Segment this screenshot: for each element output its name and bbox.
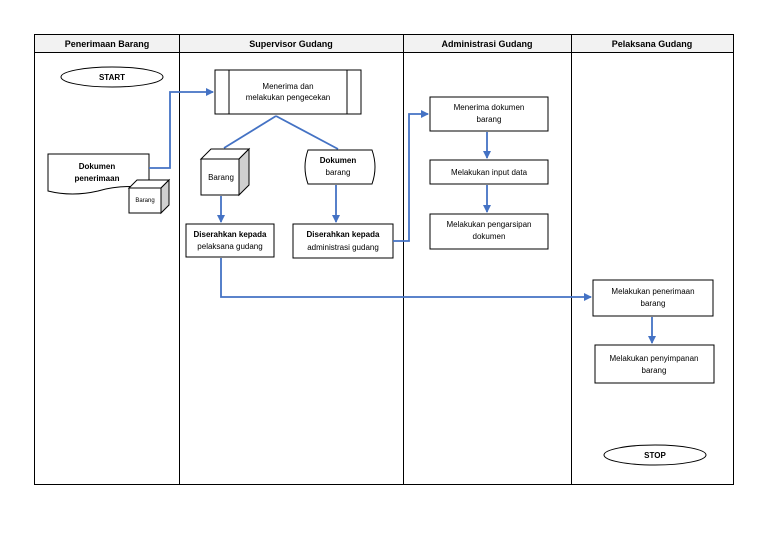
process-menerima-dokumen-line1: Menerima dokumen — [454, 103, 525, 112]
stop-terminator: STOP — [603, 444, 707, 466]
document-barang: Dokumen barang — [304, 149, 376, 185]
process-penerimaan-barang: Melakukan penerimaan barang — [592, 279, 714, 317]
stop-label: STOP — [644, 451, 666, 460]
process-penyimpanan-barang-line2: barang — [642, 366, 667, 375]
start-terminator: START — [60, 66, 164, 88]
process-penerimaan-barang-line1: Melakukan penerimaan — [611, 287, 694, 296]
connector-diserahkan-admin-to-menerima-dokumen — [393, 110, 429, 242]
connector-pengecekan-to-barang — [223, 115, 277, 149]
barang-cube-small: Barang — [127, 178, 171, 215]
lane-header-pelaksana-gudang: Pelaksana Gudang — [612, 39, 693, 49]
process-penyimpanan-barang: Melakukan penyimpanan barang — [594, 344, 715, 384]
document-penerimaan-line2: penerimaan — [75, 174, 120, 183]
process-pengarsipan-line2: dokumen — [473, 232, 506, 241]
barang-cube-label: Barang — [208, 173, 234, 182]
process-menerima-dokumen-line2: barang — [477, 115, 502, 124]
start-label: START — [99, 73, 125, 82]
process-menerima-dokumen: Menerima dokumen barang — [429, 96, 549, 132]
process-input-data-label: Melakukan input data — [451, 168, 528, 177]
process-diserahkan-admin-line2: administrasi gudang — [307, 243, 379, 252]
process-pengarsipan: Melakukan pengarsipan dokumen — [429, 213, 549, 250]
process-penerimaan-barang-line2: barang — [641, 299, 666, 308]
lane-header-supervisor-gudang: Supervisor Gudang — [249, 39, 333, 49]
document-barang-line1: Dokumen — [320, 156, 357, 165]
lane-header-administrasi-gudang: Administrasi Gudang — [441, 39, 532, 49]
barang-cube-small-label: Barang — [135, 198, 154, 204]
connectors — [149, 88, 656, 344]
process-diserahkan-admin: Diserahkan kepada administrasi gudang — [292, 223, 394, 259]
lane-header-penerimaan-barang: Penerimaan Barang — [65, 39, 150, 49]
process-diserahkan-pelaksana: Diserahkan kepada pelaksana gudang — [185, 223, 275, 258]
document-penerimaan: Dokumen penerimaan — [47, 153, 150, 195]
process-menerima-pengecekan-line2: melakukan pengecekan — [246, 93, 331, 102]
process-diserahkan-pelaksana-line2: pelaksana gudang — [197, 242, 262, 251]
process-diserahkan-admin-line1: Diserahkan kepada — [307, 230, 380, 239]
barang-cube: Barang — [199, 147, 251, 197]
document-barang-line2: barang — [326, 168, 351, 177]
process-input-data: Melakukan input data — [429, 159, 549, 185]
process-menerima-pengecekan-line1: Menerima dan — [262, 82, 313, 91]
document-penerimaan-line1: Dokumen — [79, 162, 116, 171]
connector-document-to-pengecekan — [149, 88, 214, 169]
connector-diserahkan-pelaksana-to-penerimaan — [220, 258, 592, 301]
process-penyimpanan-barang-line1: Melakukan penyimpanan — [610, 354, 699, 363]
connector-pengecekan-to-dokumen — [275, 115, 339, 150]
swimlane-frame — [34, 34, 734, 485]
process-pengarsipan-line1: Melakukan pengarsipan — [447, 220, 532, 229]
process-diserahkan-pelaksana-line1: Diserahkan kepada — [194, 230, 267, 239]
process-menerima-pengecekan: Menerima dan melakukan pengecekan — [214, 69, 362, 115]
